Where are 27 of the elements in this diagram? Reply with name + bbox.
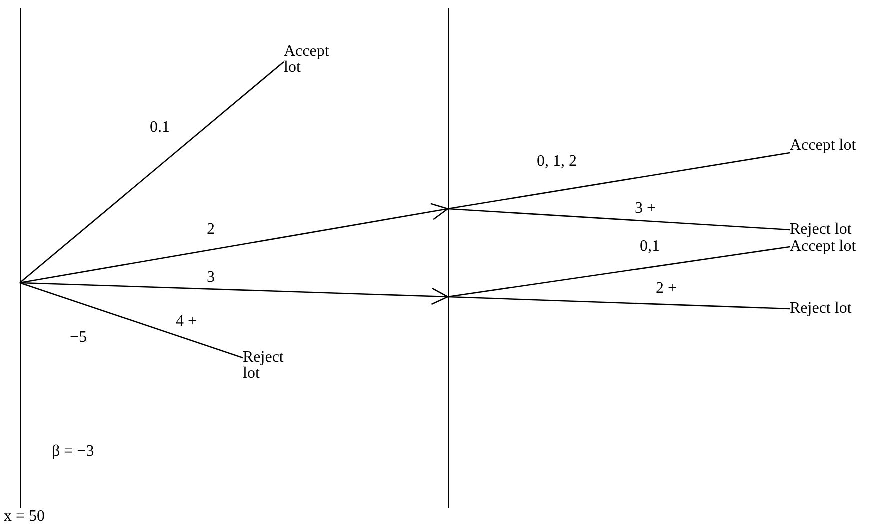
stage-line [20,8,22,508]
edge-label: 0,1 [640,239,660,255]
parameter-label: β = −3 [52,444,94,460]
outcome-text: Reject lot [790,301,886,317]
arrow [20,282,449,306]
branch-line [20,62,284,284]
edge-label: 2 [207,222,215,238]
outcome-text: Reject lot [790,222,886,238]
edge-label: 0.1 [150,120,170,136]
outcome-text: Reject lot [243,350,303,382]
stage-line [448,8,450,508]
outcome-text: Accept lot [790,138,886,154]
parameter-label: −5 [70,330,88,346]
branch-line [20,282,244,359]
arrow [20,203,449,284]
branch-line [448,152,790,210]
outcome-text: Accept lot [284,44,344,76]
branch-line [448,246,790,298]
branch-line [448,296,790,310]
edge-label: 0, 1, 2 [537,154,577,170]
edge-label: 3 [207,270,215,286]
edge-label: 2 + [656,281,678,297]
edge-label: 4 + [176,314,198,330]
outcome-text: Accept lot [790,239,886,255]
edge-label: 3 + [635,201,656,217]
branch-line [448,208,790,231]
axis-value-label: x = 50 [4,509,46,525]
